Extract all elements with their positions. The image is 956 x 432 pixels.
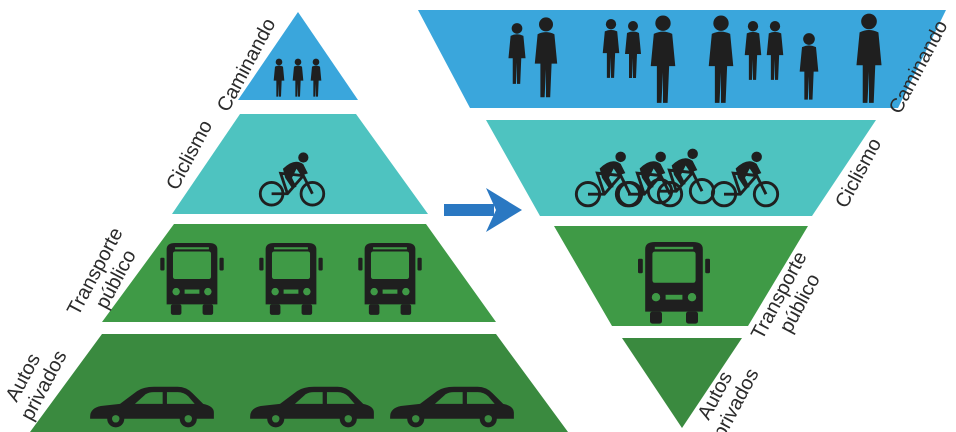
left-level-transit: Transporte público bbox=[63, 224, 496, 322]
right-arrow-icon bbox=[444, 188, 522, 232]
right-cars-label: Autos privados bbox=[689, 355, 763, 432]
right-level-cars: Autos privados bbox=[622, 338, 764, 432]
right-level-walking: Caminando bbox=[418, 10, 952, 118]
left-level-walking: Caminando bbox=[213, 12, 358, 116]
walking-icon-group bbox=[273, 58, 322, 97]
arrow-shaft bbox=[444, 204, 494, 216]
right-cars-band bbox=[622, 338, 742, 428]
transit-icon-group bbox=[160, 243, 422, 315]
right-level-transit: Transporte público bbox=[554, 226, 825, 343]
left-level-cycling: Ciclismo bbox=[162, 114, 428, 214]
left-level-cars: Autos privados bbox=[2, 334, 568, 432]
bus-icon bbox=[358, 243, 422, 315]
bus-icon bbox=[638, 242, 710, 324]
bus-icon bbox=[259, 243, 323, 315]
arrow-head bbox=[486, 188, 522, 232]
left-walking-band bbox=[238, 12, 358, 100]
bus-icon bbox=[160, 243, 224, 315]
right-level-cycling: Ciclismo bbox=[486, 120, 886, 216]
